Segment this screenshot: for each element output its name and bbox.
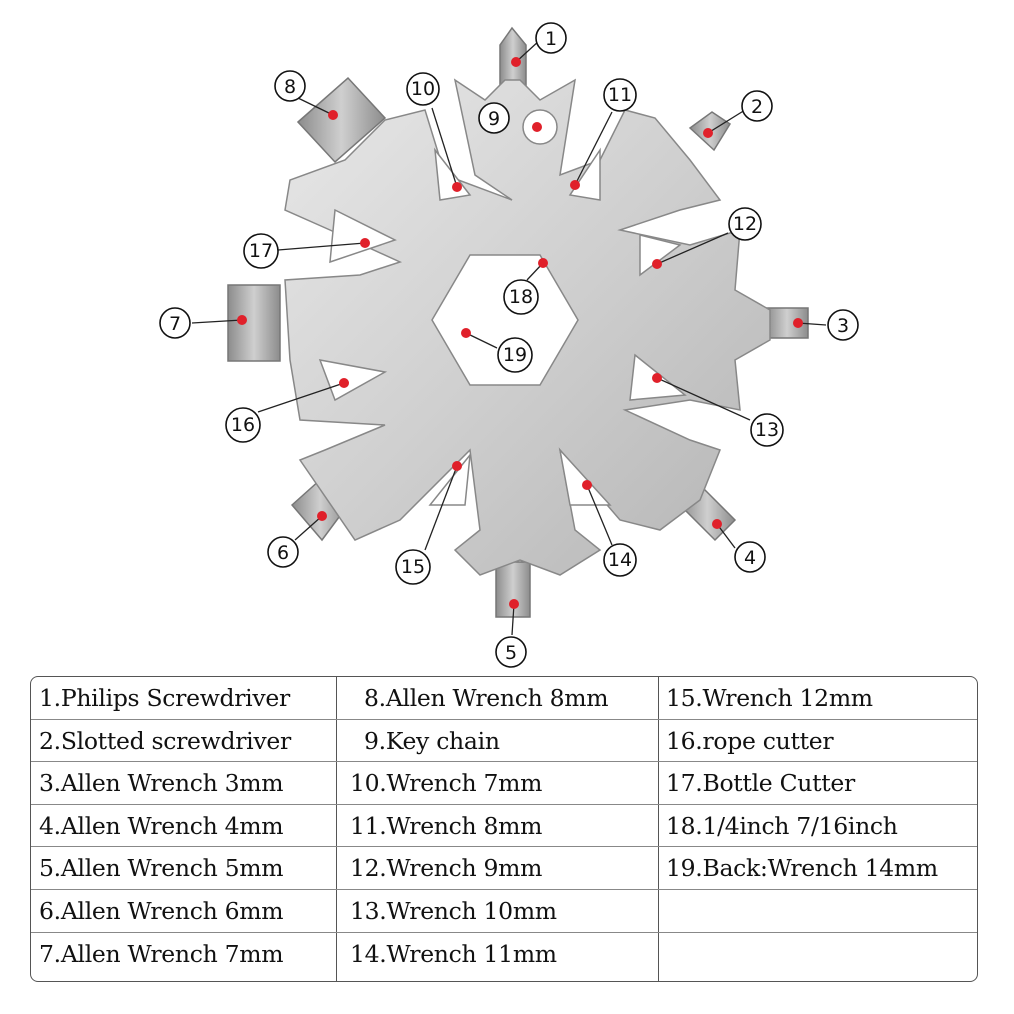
multitool-diagram: 1 2 3 4 5 6 7 8 9 10 11 12 13 14 15 16 1… [159, 22, 859, 668]
svg-text:15: 15 [401, 556, 425, 578]
svg-text:18: 18 [509, 286, 533, 308]
marker-dots [237, 57, 803, 609]
legend-column-2: 8.Allen Wrench 8mm 9.Key chain 10.Wrench… [336, 677, 659, 981]
callout-1: 1 [535, 22, 567, 54]
callout-5: 5 [495, 636, 527, 668]
callout-8: 8 [274, 70, 306, 102]
svg-text:12: 12 [733, 213, 757, 235]
svg-text:17: 17 [249, 240, 273, 262]
notch-17 [329, 208, 397, 264]
svg-text:2: 2 [751, 96, 763, 118]
legend-item: 17.Bottle Cutter [658, 762, 977, 805]
legend-item [658, 933, 977, 976]
notch-16 [318, 359, 388, 402]
legend-item: 7.Allen Wrench 7mm [39, 939, 284, 968]
legend-item: 9.Key chain [336, 720, 658, 763]
legend-column-3: 15.Wrench 12mm 16.rope cutter 17.Bottle … [658, 677, 977, 981]
callout-18: 18 [503, 279, 539, 315]
svg-text:13: 13 [755, 419, 779, 441]
leader-lines [191, 39, 827, 636]
callout-15: 15 [395, 549, 431, 585]
legend-item: 15.Wrench 12mm [658, 677, 977, 720]
legend-item: 16.rope cutter [658, 720, 977, 763]
notch-10 [433, 147, 472, 201]
legend-table: 1.Philips Screwdriver 2.Slotted screwdri… [30, 676, 978, 982]
legend-item: 11.Wrench 8mm [336, 805, 658, 848]
svg-text:3: 3 [837, 315, 849, 337]
legend-item: 12.Wrench 9mm [336, 847, 658, 890]
svg-text:19: 19 [503, 344, 527, 366]
legend-item: 3.Allen Wrench 3mm [31, 762, 336, 805]
legend-item: 14.Wrench 11mm [350, 939, 557, 968]
notch-14 [558, 447, 612, 506]
callout-17: 17 [243, 233, 279, 269]
bit-7-hex [227, 284, 281, 362]
svg-text:11: 11 [608, 84, 632, 106]
legend-item: 6.Allen Wrench 6mm [31, 890, 336, 933]
svg-text:10: 10 [411, 78, 435, 100]
callout-11: 11 [603, 78, 637, 112]
legend-item: 4.Allen Wrench 4mm [31, 805, 336, 848]
callout-7: 7 [159, 307, 191, 339]
bit-8-hex [296, 76, 387, 164]
legend-item [658, 890, 977, 933]
callout-4: 4 [734, 541, 766, 573]
legend-item: 8.Allen Wrench 8mm [336, 677, 658, 720]
callout-3: 3 [827, 309, 859, 341]
svg-text:6: 6 [277, 542, 289, 564]
svg-text:4: 4 [744, 547, 756, 569]
svg-text:1: 1 [545, 28, 557, 50]
callout-9: 9 [478, 102, 510, 134]
legend-item: 1.Philips Screwdriver [31, 677, 336, 720]
callout-19: 19 [497, 337, 533, 373]
legend-item: 18.1/4inch 7/16inch [658, 805, 977, 848]
legend-item: 10.Wrench 7mm [336, 762, 658, 805]
legend-item: 19.Back:Wrench 14mm [658, 847, 977, 890]
legend-column-1: 1.Philips Screwdriver 2.Slotted screwdri… [31, 677, 337, 981]
legend-item: 5.Allen Wrench 5mm [31, 847, 336, 890]
svg-text:16: 16 [231, 414, 255, 436]
svg-text:8: 8 [284, 76, 296, 98]
svg-text:9: 9 [488, 108, 500, 130]
svg-text:14: 14 [608, 549, 632, 571]
callout-6: 6 [267, 536, 299, 568]
callout-2: 2 [741, 90, 773, 122]
callout-10: 10 [406, 72, 440, 106]
svg-text:5: 5 [505, 642, 517, 664]
legend-item: 13.Wrench 10mm [336, 890, 658, 933]
hex-hole [431, 254, 579, 386]
svg-text:7: 7 [169, 313, 181, 335]
callout-14: 14 [603, 543, 637, 577]
callout-16: 16 [225, 407, 261, 443]
legend-item: 2.Slotted screwdriver [31, 720, 336, 763]
callout-12: 12 [728, 207, 762, 241]
callout-13: 13 [750, 413, 784, 447]
